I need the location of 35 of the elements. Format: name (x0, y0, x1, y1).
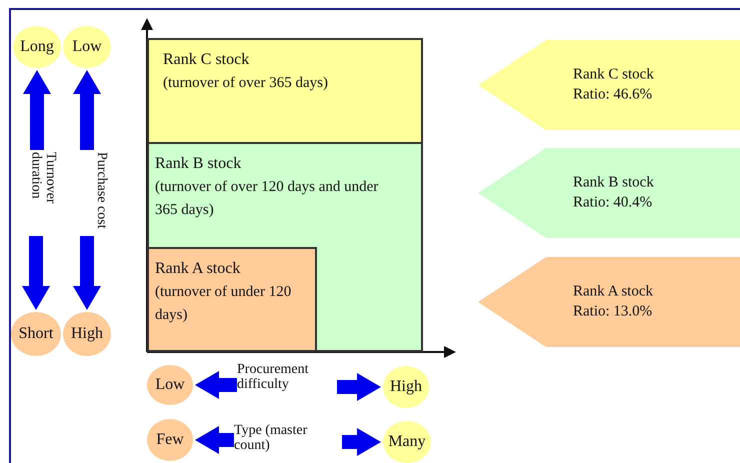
rank-title: Rank B stock (573, 174, 654, 192)
scale-circle: Few (147, 419, 193, 461)
rank-title: Rank C stock (573, 66, 654, 84)
stock-rank-area (147, 142, 423, 352)
stock-rank-area (147, 38, 423, 144)
ratio-text: Ratio: 46.6% (573, 85, 654, 104)
block-arrow (22, 236, 50, 310)
rank-description: (turnover of over 365 days) (162, 74, 329, 93)
block-arrow (337, 373, 381, 401)
rank-description: (turnover of under 120 days) (155, 283, 292, 324)
block-arrow (195, 426, 234, 454)
node-label: Procurement difficulty (237, 362, 309, 392)
scale-circle: Low (63, 26, 111, 68)
scale-circle: High (383, 366, 429, 408)
node-label: Turnover duration (28, 152, 58, 204)
stock-rank-area (147, 247, 317, 352)
node-label: Type (master count) (234, 423, 308, 454)
block-arrow (342, 428, 381, 456)
ratio-text: Ratio: 13.0% (573, 302, 654, 321)
node-label: Purchase cost (94, 152, 109, 229)
block-arrow (73, 70, 101, 150)
scale-circle: Long (13, 26, 61, 68)
rank-title: Rank C stock (162, 50, 250, 70)
scale-circle: Many (383, 421, 431, 463)
ratio-text: Ratio: 40.4% (573, 193, 654, 212)
rank-title: Rank A stock (155, 259, 242, 279)
block-arrow (23, 70, 51, 150)
scale-circle: Low (147, 365, 193, 405)
rank-title: Rank A stock (573, 282, 654, 302)
scale-circle: Short (11, 312, 61, 356)
rank-description: (turnover of over 120 days and under 365 days) (155, 178, 380, 220)
rank-title: Rank B stock (155, 154, 242, 174)
block-arrow (195, 371, 237, 399)
scale-circle: High (63, 312, 111, 356)
block-arrow (73, 236, 101, 310)
